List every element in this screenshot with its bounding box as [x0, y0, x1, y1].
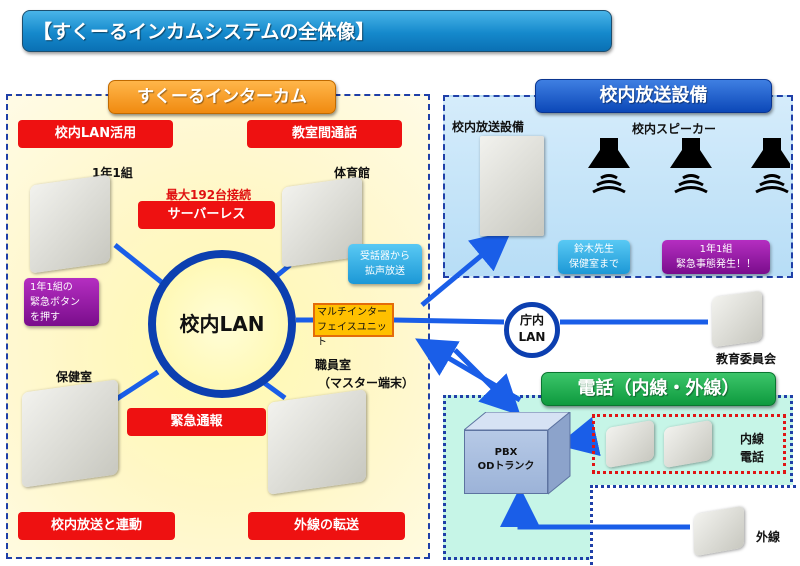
- extension-label-line: 内線: [740, 432, 765, 446]
- pbx-line: PBX: [494, 447, 518, 458]
- multi-interface-unit: マルチインター フェイスユニット: [313, 303, 394, 348]
- callout-line: 緊急ボタン: [30, 297, 80, 308]
- pa-header: 校内放送設備: [535, 79, 772, 113]
- pa-equipment-label: 校内放送設備: [452, 120, 525, 134]
- callout-line: を押す: [30, 312, 60, 323]
- speakers-label: 校内スピーカー: [632, 122, 717, 136]
- extension-phone: [606, 419, 654, 469]
- school-lan-hub: 校内LAN: [148, 250, 296, 398]
- office-lan-line: 庁内: [519, 313, 544, 327]
- arrow-to-pa: [420, 230, 512, 307]
- phone-header: 電話（内線・外線）: [541, 372, 776, 406]
- page-title: 【すくーるインカムシステムの全体像】: [22, 10, 612, 52]
- pbx-box-top: [464, 412, 570, 430]
- arrow-to-intercom: [415, 338, 522, 403]
- arrow-ext-pbx: [557, 417, 601, 457]
- pbx-line: ODトランク: [477, 461, 535, 472]
- arrow-to-pbx: [453, 348, 521, 416]
- pbx-box: PBX ODトランク: [464, 430, 548, 494]
- extension-label-line: 電話: [740, 450, 765, 464]
- feature-emergency: 緊急通報: [127, 408, 266, 436]
- arrow-outside-pbx: [500, 487, 690, 530]
- callout-line: 拡声放送: [365, 266, 405, 277]
- line-mif-office: [393, 317, 505, 325]
- mif-line: フェイスユニット: [317, 322, 387, 348]
- board-label: 教育委員会: [716, 352, 777, 366]
- max-connections: 最大192台接続: [166, 188, 252, 202]
- speaker-icon: [588, 138, 630, 194]
- label-nurse: 保健室: [56, 370, 93, 384]
- pa-equipment: [480, 136, 544, 236]
- office-lan-hub: 庁内 LAN: [504, 302, 560, 358]
- external-label: 外線: [756, 530, 781, 544]
- callout-line: 1年1組: [699, 244, 733, 255]
- pbx-box-side: [548, 412, 571, 495]
- line-class: [113, 243, 167, 287]
- intercom-phone-nurse: [22, 379, 118, 488]
- callout-handset-broadcast: 受話器から 拡声放送: [348, 244, 422, 284]
- extension-label: 内線 電話: [740, 430, 764, 466]
- callout-line: 受話器から: [360, 251, 410, 262]
- speaker-icon: [670, 138, 712, 194]
- label-master: （マスター端末）: [318, 376, 415, 390]
- feature-transfer: 外線の転送: [248, 512, 405, 540]
- label-gym: 体育館: [334, 166, 371, 180]
- intercom-phone-class: [30, 174, 110, 274]
- extension-phone: [664, 419, 712, 469]
- office-lan-line: LAN: [518, 330, 546, 344]
- speaker-icon: [751, 138, 790, 194]
- board-phone: [712, 290, 762, 348]
- callout-line: 保健室まで: [569, 259, 619, 270]
- callout-line: 緊急事態発生！！: [676, 259, 756, 270]
- line-nurse: [113, 369, 160, 403]
- callout-line: 鈴木先生: [574, 244, 614, 255]
- external-phone: [694, 505, 744, 557]
- feature-classroom-call: 教室間通話: [247, 120, 402, 148]
- feature-lan: 校内LAN活用: [18, 120, 173, 148]
- callout-pa-message: 鈴木先生 保健室まで: [558, 240, 630, 274]
- intercom-phone-master: [268, 389, 366, 495]
- callout-emergency-button: 1年1組の 緊急ボタン を押す: [24, 278, 99, 326]
- speakers: [588, 138, 790, 194]
- extension-phones-group: [592, 414, 786, 474]
- callout-emergency-broadcast: 1年1組 緊急事態発生！！: [662, 240, 770, 274]
- intercom-header: すくーるインターカム: [108, 80, 336, 114]
- label-staff-room: 職員室: [315, 358, 352, 372]
- mif-line: マルチインター: [317, 307, 387, 318]
- feature-pa-link: 校内放送と連動: [18, 512, 175, 540]
- feature-serverless: サーバーレス: [138, 201, 275, 229]
- callout-line: 1年1組の: [30, 282, 73, 293]
